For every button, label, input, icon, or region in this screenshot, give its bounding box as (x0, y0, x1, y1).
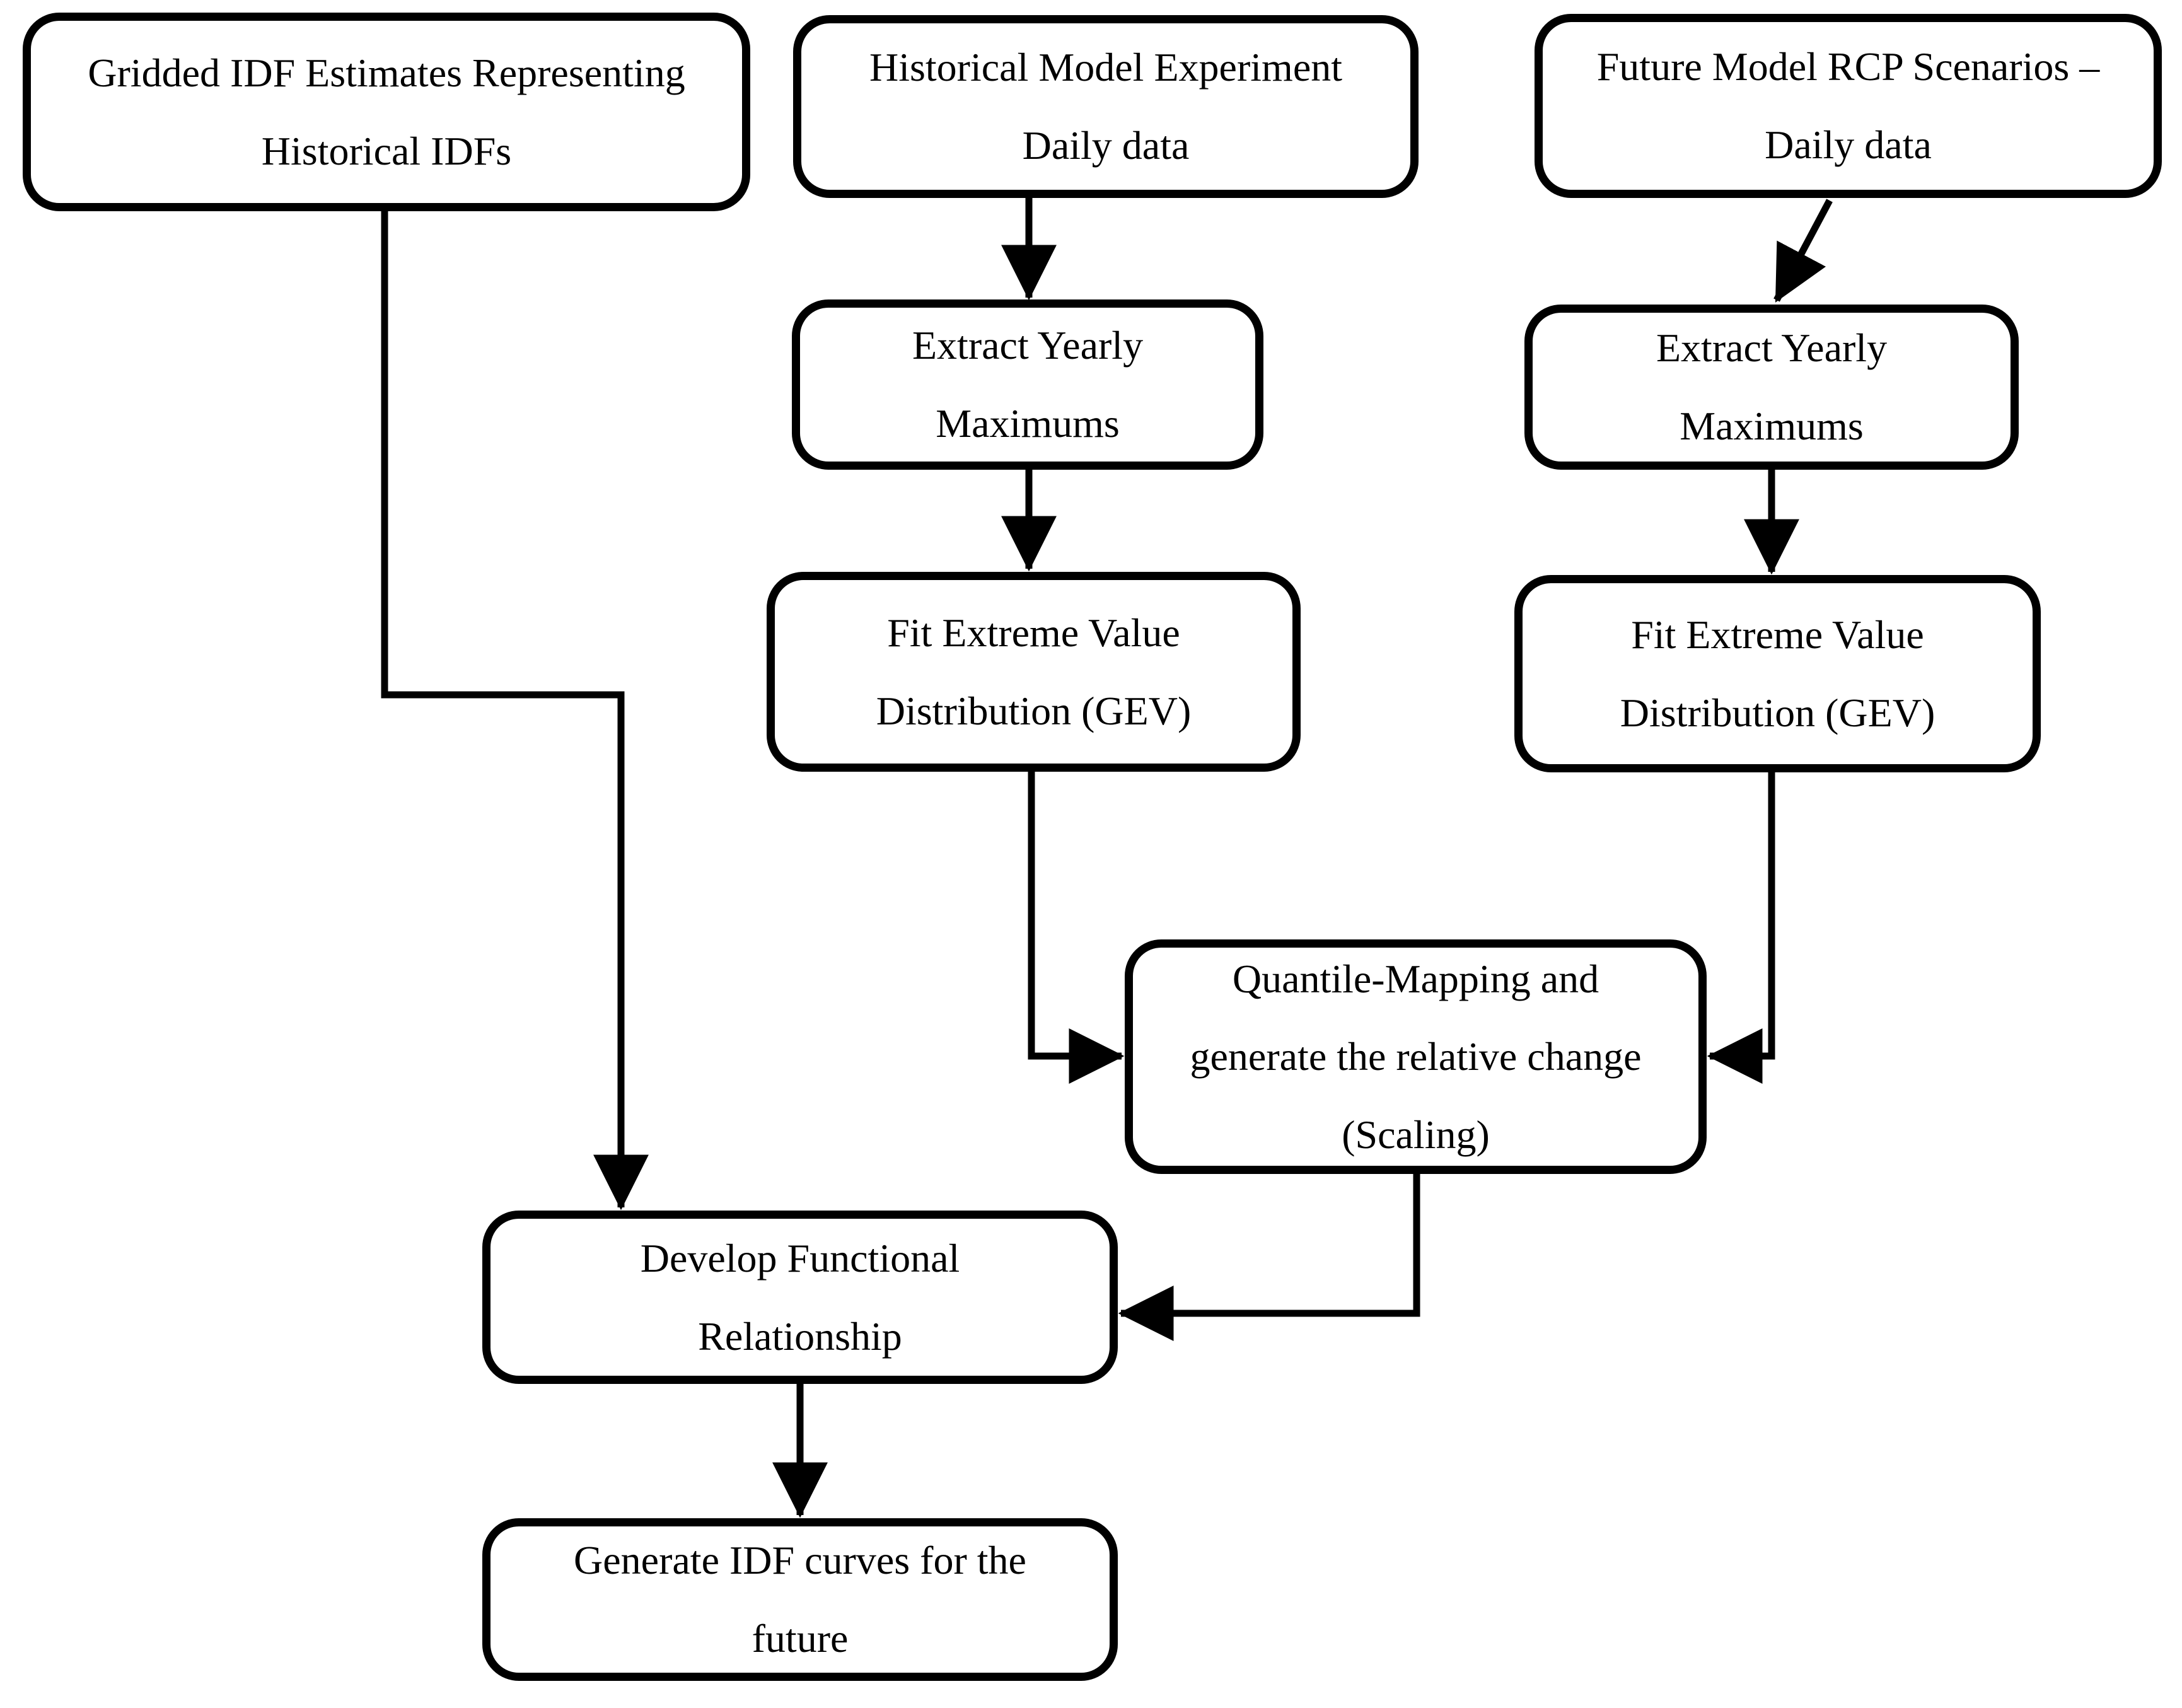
node-label-line: Distribution (GEV) (876, 688, 1192, 733)
node-label-line: Future Model RCP Scenarios – (1596, 44, 2100, 90)
node-develop-functional-relationship: Develop Functional Relationship (482, 1211, 1118, 1384)
node-extract-yearly-maximums-historical: Extract Yearly Maximums (792, 299, 1263, 470)
node-extract-yearly-maximums-future: Extract Yearly Maximums (1524, 305, 2019, 470)
arrow-quantile-to-develop (1118, 1174, 1420, 1341)
node-label-line: Quantile-Mapping and (1232, 956, 1599, 1001)
node-label-line: future (752, 1616, 849, 1661)
node-label-line: (Scaling) (1342, 1112, 1490, 1157)
arrow-gev-future-to-quantile (1707, 772, 1775, 1084)
arrow-future-daily-to-extract (1773, 199, 1833, 303)
node-label-line: Extract Yearly (1656, 325, 1888, 371)
node-label-line: Historical IDFs (261, 128, 512, 173)
node-label-line: Maximums (936, 401, 1120, 446)
node-label-line: Fit Extreme Value (887, 610, 1180, 655)
node-label-line: Gridded IDF Estimates Representing (88, 50, 685, 95)
node-generate-idf-curves-future: Generate IDF curves for the future (482, 1518, 1118, 1681)
node-label-line: Distribution (GEV) (1620, 690, 1935, 735)
node-label-line: Extract Yearly (912, 323, 1144, 368)
node-quantile-mapping-scaling: Quantile-Mapping and generate the relati… (1125, 939, 1707, 1174)
node-label-line: Historical Model Experiment (869, 45, 1343, 90)
node-fit-gev-historical: Fit Extreme Value Distribution (GEV) (767, 572, 1301, 772)
arrow-gev-hist-to-quantile (1028, 772, 1125, 1084)
node-label-line: Develop Functional (640, 1235, 960, 1281)
arrow-gridded-to-develop (381, 211, 649, 1211)
node-label-line: Daily data (1765, 122, 1932, 167)
node-fit-gev-future: Fit Extreme Value Distribution (GEV) (1514, 575, 2041, 772)
node-label-line: Maximums (1680, 404, 1864, 448)
node-gridded-idf-estimates: Gridded IDF Estimates Representing Histo… (23, 13, 750, 211)
node-historical-model-experiment: Historical Model Experiment Daily data (793, 15, 1419, 198)
node-label-line: Relationship (698, 1313, 902, 1359)
node-label-line: Fit Extreme Value (1631, 612, 1924, 657)
node-future-model-rcp-scenarios: Future Model RCP Scenarios – Daily data (1535, 14, 2162, 198)
node-label-line: Generate IDF curves for the (574, 1538, 1026, 1583)
node-label-line: generate the relative change (1190, 1034, 1642, 1079)
node-label-line: Daily data (1022, 123, 1190, 168)
